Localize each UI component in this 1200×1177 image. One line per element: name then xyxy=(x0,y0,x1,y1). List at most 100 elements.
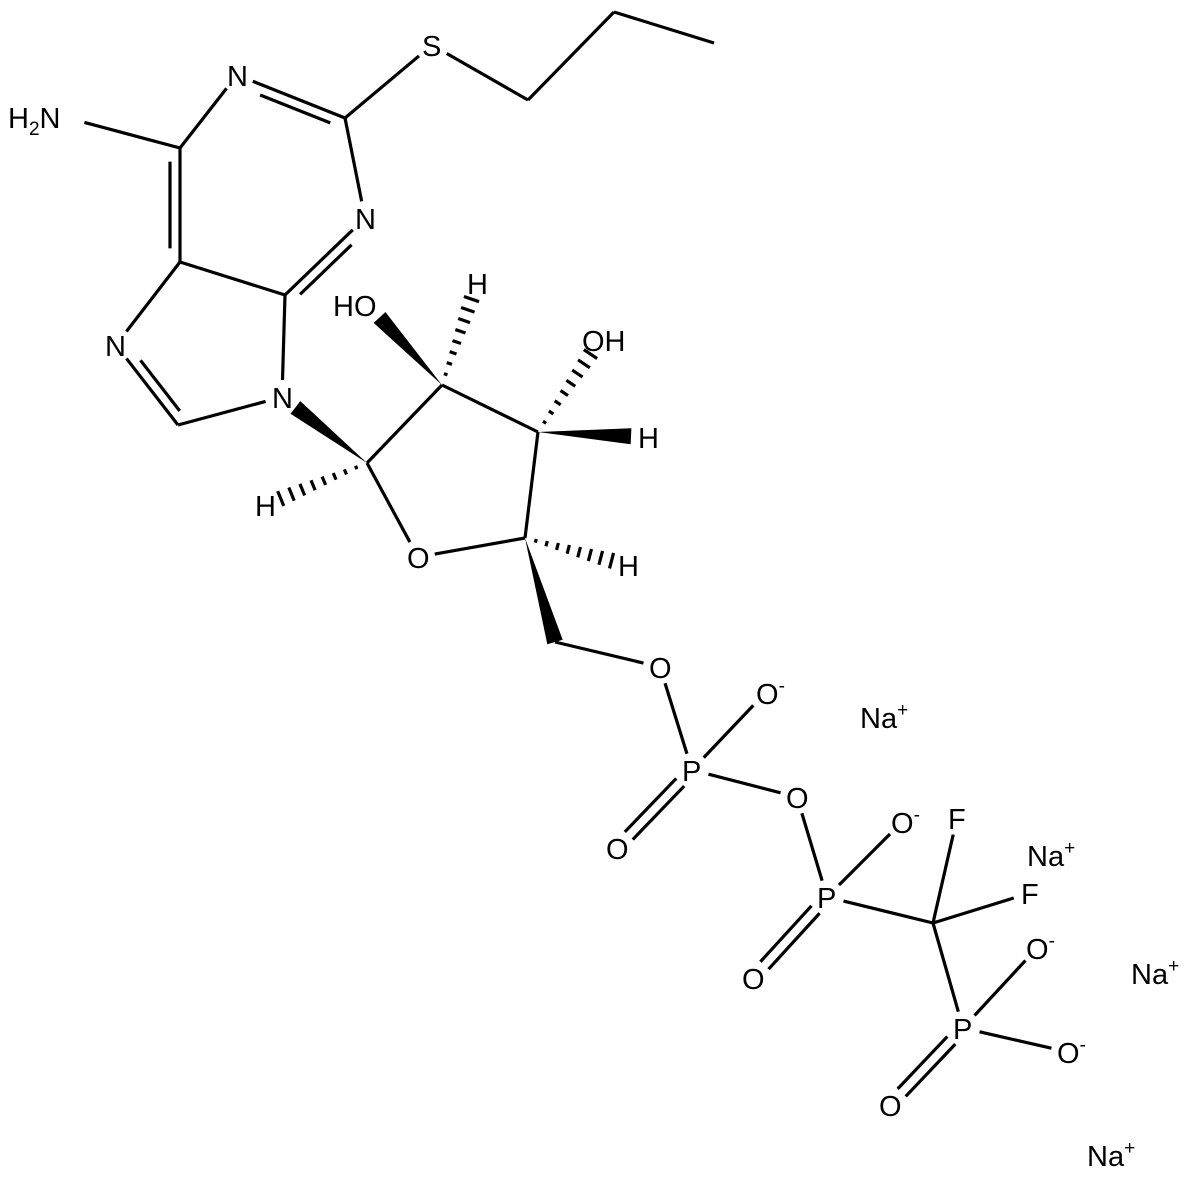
single-bond xyxy=(441,383,539,434)
hashed-bond xyxy=(454,328,467,335)
hashed-bond xyxy=(533,538,538,544)
atom-labels: H2N N N N N S HO H OH H H O H O P O- O O… xyxy=(8,31,1179,1173)
atom-p1-ominus: O- xyxy=(756,676,785,711)
single-bond xyxy=(125,261,182,333)
hashed-bond xyxy=(287,486,296,502)
single-bond xyxy=(613,10,715,45)
hashed-bond xyxy=(449,350,458,356)
single-bond xyxy=(554,640,644,665)
atom-h-c4: H xyxy=(618,551,639,583)
single-bond xyxy=(365,462,412,543)
single-bond xyxy=(843,899,934,925)
hashed-bond xyxy=(298,483,307,497)
single-bond xyxy=(343,54,421,120)
hashed-bond xyxy=(565,544,571,555)
atom-f1: F xyxy=(948,804,966,836)
atom-h-c1: H xyxy=(255,491,276,523)
wedge-bond xyxy=(538,428,632,445)
double-bond xyxy=(283,228,354,297)
hashed-bond xyxy=(554,542,560,551)
hashed-bond xyxy=(457,317,471,325)
single-bond xyxy=(179,260,286,297)
wedge-bond xyxy=(525,538,563,645)
atom-n1: N xyxy=(227,61,248,93)
hashed-bond xyxy=(571,368,584,379)
atom-o5: O xyxy=(649,653,672,685)
single-bond xyxy=(365,383,444,465)
single-bond xyxy=(800,812,824,882)
single-bond xyxy=(523,431,540,539)
hashed-bond xyxy=(443,372,448,377)
double-bond xyxy=(759,904,813,963)
single-bond xyxy=(931,922,960,1013)
single-bond xyxy=(280,294,287,381)
double-bond xyxy=(904,1043,957,1098)
hashed-bond xyxy=(565,378,577,388)
hashed-bond xyxy=(342,468,348,476)
hashed-bond xyxy=(542,419,548,425)
atom-p1-odouble: O xyxy=(606,834,629,866)
double-bond xyxy=(767,912,821,971)
single-bond xyxy=(434,536,526,556)
sodium-ion-4: Na+ xyxy=(1087,1138,1135,1173)
double-bond xyxy=(139,359,181,412)
single-bond xyxy=(663,682,689,755)
double-bond xyxy=(298,243,353,296)
single-bond xyxy=(932,896,1015,925)
atom-p2-odouble: O xyxy=(742,964,765,996)
single-bond xyxy=(708,772,781,795)
double-bond xyxy=(252,79,346,120)
amine-label: H2N xyxy=(8,103,60,140)
double-bond xyxy=(125,357,180,426)
single-bond xyxy=(979,1030,1052,1050)
hashed-bond xyxy=(354,465,359,470)
hashed-bond xyxy=(451,339,462,346)
hashed-bond xyxy=(553,399,562,407)
atom-p2: P xyxy=(817,883,836,915)
hashed-bond xyxy=(446,361,453,366)
hashed-bond xyxy=(320,475,328,486)
hashed-bond xyxy=(577,358,591,370)
hashed-bond xyxy=(463,294,480,304)
atom-p3-ominus-2: O- xyxy=(1057,1035,1086,1070)
atom-h-c3: H xyxy=(638,423,659,455)
hashed-bond xyxy=(607,552,616,569)
hashed-bond xyxy=(586,548,594,562)
single-bond xyxy=(526,10,616,102)
single-bond xyxy=(837,832,892,887)
wedge-bond xyxy=(290,401,367,463)
atom-o-bridge: O xyxy=(786,783,809,815)
atom-n9: N xyxy=(272,383,293,415)
sodium-ion-2: Na+ xyxy=(1027,838,1075,873)
single-bond xyxy=(178,87,228,149)
hashed-bond xyxy=(547,409,555,416)
hashed-bond xyxy=(582,348,599,360)
atom-f2: F xyxy=(1021,879,1039,911)
atom-s: S xyxy=(422,31,441,63)
single-bond xyxy=(445,52,529,102)
atom-p3-ominus-1: O- xyxy=(1026,931,1055,966)
double-bond xyxy=(259,93,331,125)
single-bond xyxy=(177,399,267,427)
wedge-bond xyxy=(373,312,442,385)
atom-ho-c2: HO xyxy=(333,291,377,323)
hashed-bond xyxy=(559,389,569,397)
single-bond xyxy=(343,117,364,202)
hashed-bond xyxy=(544,540,549,547)
single-bond xyxy=(702,704,755,759)
double-bond xyxy=(896,1035,949,1090)
single-bond xyxy=(931,834,955,924)
hashed-bond xyxy=(460,305,476,314)
hashed-bond xyxy=(331,472,338,481)
sodium-ion-1: Na+ xyxy=(860,700,908,735)
atom-oh-c3: OH xyxy=(582,326,626,358)
atom-p2-ominus: O- xyxy=(891,805,920,840)
atom-p1: P xyxy=(682,756,701,788)
atom-p3-odouble: O xyxy=(879,1091,902,1123)
double-bond xyxy=(631,784,686,841)
hashed-bond xyxy=(276,490,286,507)
atom-o-ring: O xyxy=(407,543,430,575)
double-bond xyxy=(623,777,678,834)
atom-n7: N xyxy=(105,331,126,363)
